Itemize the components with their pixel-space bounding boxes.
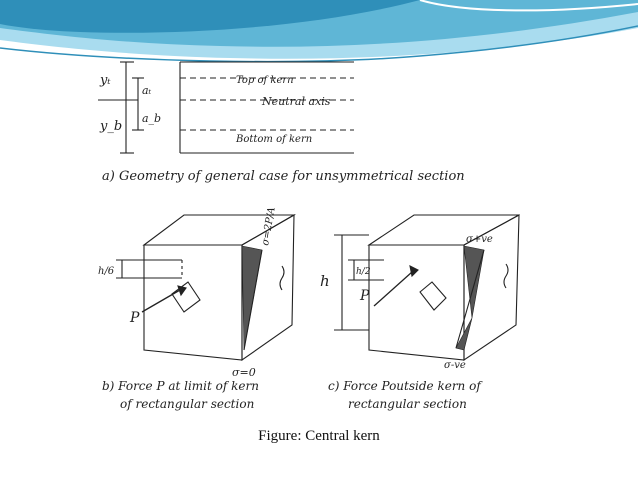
part-a-geometry: [98, 61, 354, 154]
label-c-dim: h/2: [356, 267, 371, 277]
caption-b-line1: b) Force P at limit of kern: [102, 379, 259, 393]
caption-c-line2: rectangular section: [348, 397, 467, 411]
label-top-of-kern: Top of kern: [236, 75, 294, 86]
caption-a: a) Geometry of general case for unsymmet…: [102, 169, 465, 184]
wave-line-2: [419, 0, 638, 12]
part-c-cube: [334, 214, 520, 362]
label-yt: yₜ: [99, 73, 111, 88]
figure-caption: Figure: Central kern: [258, 428, 380, 444]
label-c-stress-bottom: σ-ve: [444, 360, 466, 371]
label-b-dim: h/6: [98, 266, 115, 277]
label-b-force: P: [129, 310, 140, 326]
label-c-height: h: [320, 272, 330, 290]
label-c-force: P: [359, 288, 370, 304]
label-b-stress-bottom: σ=0: [232, 366, 256, 379]
caption-c-line1: c) Force Poutside kern of: [328, 379, 483, 393]
header-wave-decoration: [0, 0, 638, 63]
label-c-stress-top: σ+ve: [466, 234, 493, 245]
label-at: aₜ: [142, 84, 152, 97]
label-bottom-of-kern: Bottom of kern: [235, 134, 312, 145]
wave-dark: [0, 0, 420, 33]
wave-line: [0, 25, 638, 63]
part-b-cube: [116, 214, 297, 362]
kern-figure: yₜ y_b aₜ a_b Top of kern Neutral axis B…: [98, 61, 520, 411]
label-ab: a_b: [142, 112, 161, 125]
label-yb: y_b: [99, 119, 122, 134]
caption-b-line2: of rectangular section: [120, 397, 254, 411]
label-neutral-axis: Neutral axis: [261, 95, 331, 108]
